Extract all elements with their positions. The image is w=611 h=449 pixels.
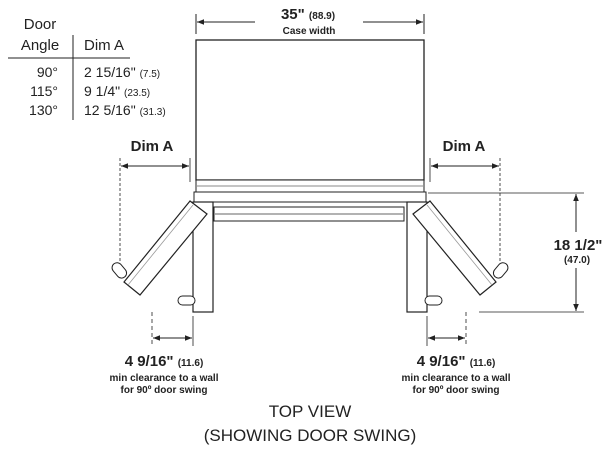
- clearance-right-value: 4 9/16" (11.6): [417, 353, 496, 370]
- right-door-handle: [424, 295, 443, 306]
- clearance-right: 4 9/16" (11.6) min clearance to a wall f…: [402, 312, 511, 396]
- clearance-right-line1: min clearance to a wall: [402, 373, 511, 384]
- row-dim: 2 15/16" (7.5): [84, 64, 160, 80]
- clearance-left-line1: min clearance to a wall: [110, 373, 219, 384]
- right-door-swung: [412, 200, 509, 296]
- dim-a-right: Dim A: [429, 138, 501, 262]
- caption-line1: TOP VIEW: [269, 402, 352, 421]
- case-width-value: 35" (88.9): [281, 6, 335, 23]
- left-swung-handle: [111, 262, 128, 279]
- dim-a-left-label: Dim A: [131, 138, 174, 155]
- table-header-angle: Angle: [21, 37, 59, 54]
- left-door-90: [177, 201, 214, 313]
- table-header-dim: Dim A: [84, 37, 124, 54]
- row-angle: 90°: [37, 64, 58, 80]
- row-angle: 130°: [29, 102, 58, 118]
- dim-a-left: Dim A: [119, 138, 191, 262]
- row-angle: 115°: [30, 83, 58, 99]
- depth-dimension: 18 1/2" (47.0): [428, 192, 610, 313]
- dim-a-right-label: Dim A: [443, 138, 486, 155]
- clearance-left-value: 4 9/16" (11.6): [125, 353, 204, 370]
- case-width-label: Case width: [283, 26, 336, 37]
- door-angle-table: Door Angle Dim A 90° 2 15/16" (7.5) 115°…: [8, 16, 166, 120]
- table-header-door: Door: [24, 16, 57, 33]
- depth-value: 18 1/2": [554, 237, 603, 254]
- caption-line2: (SHOWING DOOR SWING): [204, 426, 416, 445]
- row-dim: 9 1/4" (23.5): [84, 83, 150, 99]
- right-swung-handle: [492, 262, 509, 279]
- left-door-swung: [111, 200, 208, 296]
- right-door-90: [406, 201, 443, 313]
- clearance-left-line2: for 90º door swing: [121, 385, 208, 396]
- clearance-left: 4 9/16" (11.6) min clearance to a wall f…: [110, 312, 219, 396]
- case-body: [193, 39, 427, 222]
- clearance-right-line2: for 90º door swing: [413, 385, 500, 396]
- left-door-handle: [177, 295, 196, 306]
- row-dim: 12 5/16" (31.3): [84, 102, 166, 118]
- depth-metric: (47.0): [564, 255, 590, 266]
- case-width-dimension: 35" (88.9) Case width: [195, 6, 425, 37]
